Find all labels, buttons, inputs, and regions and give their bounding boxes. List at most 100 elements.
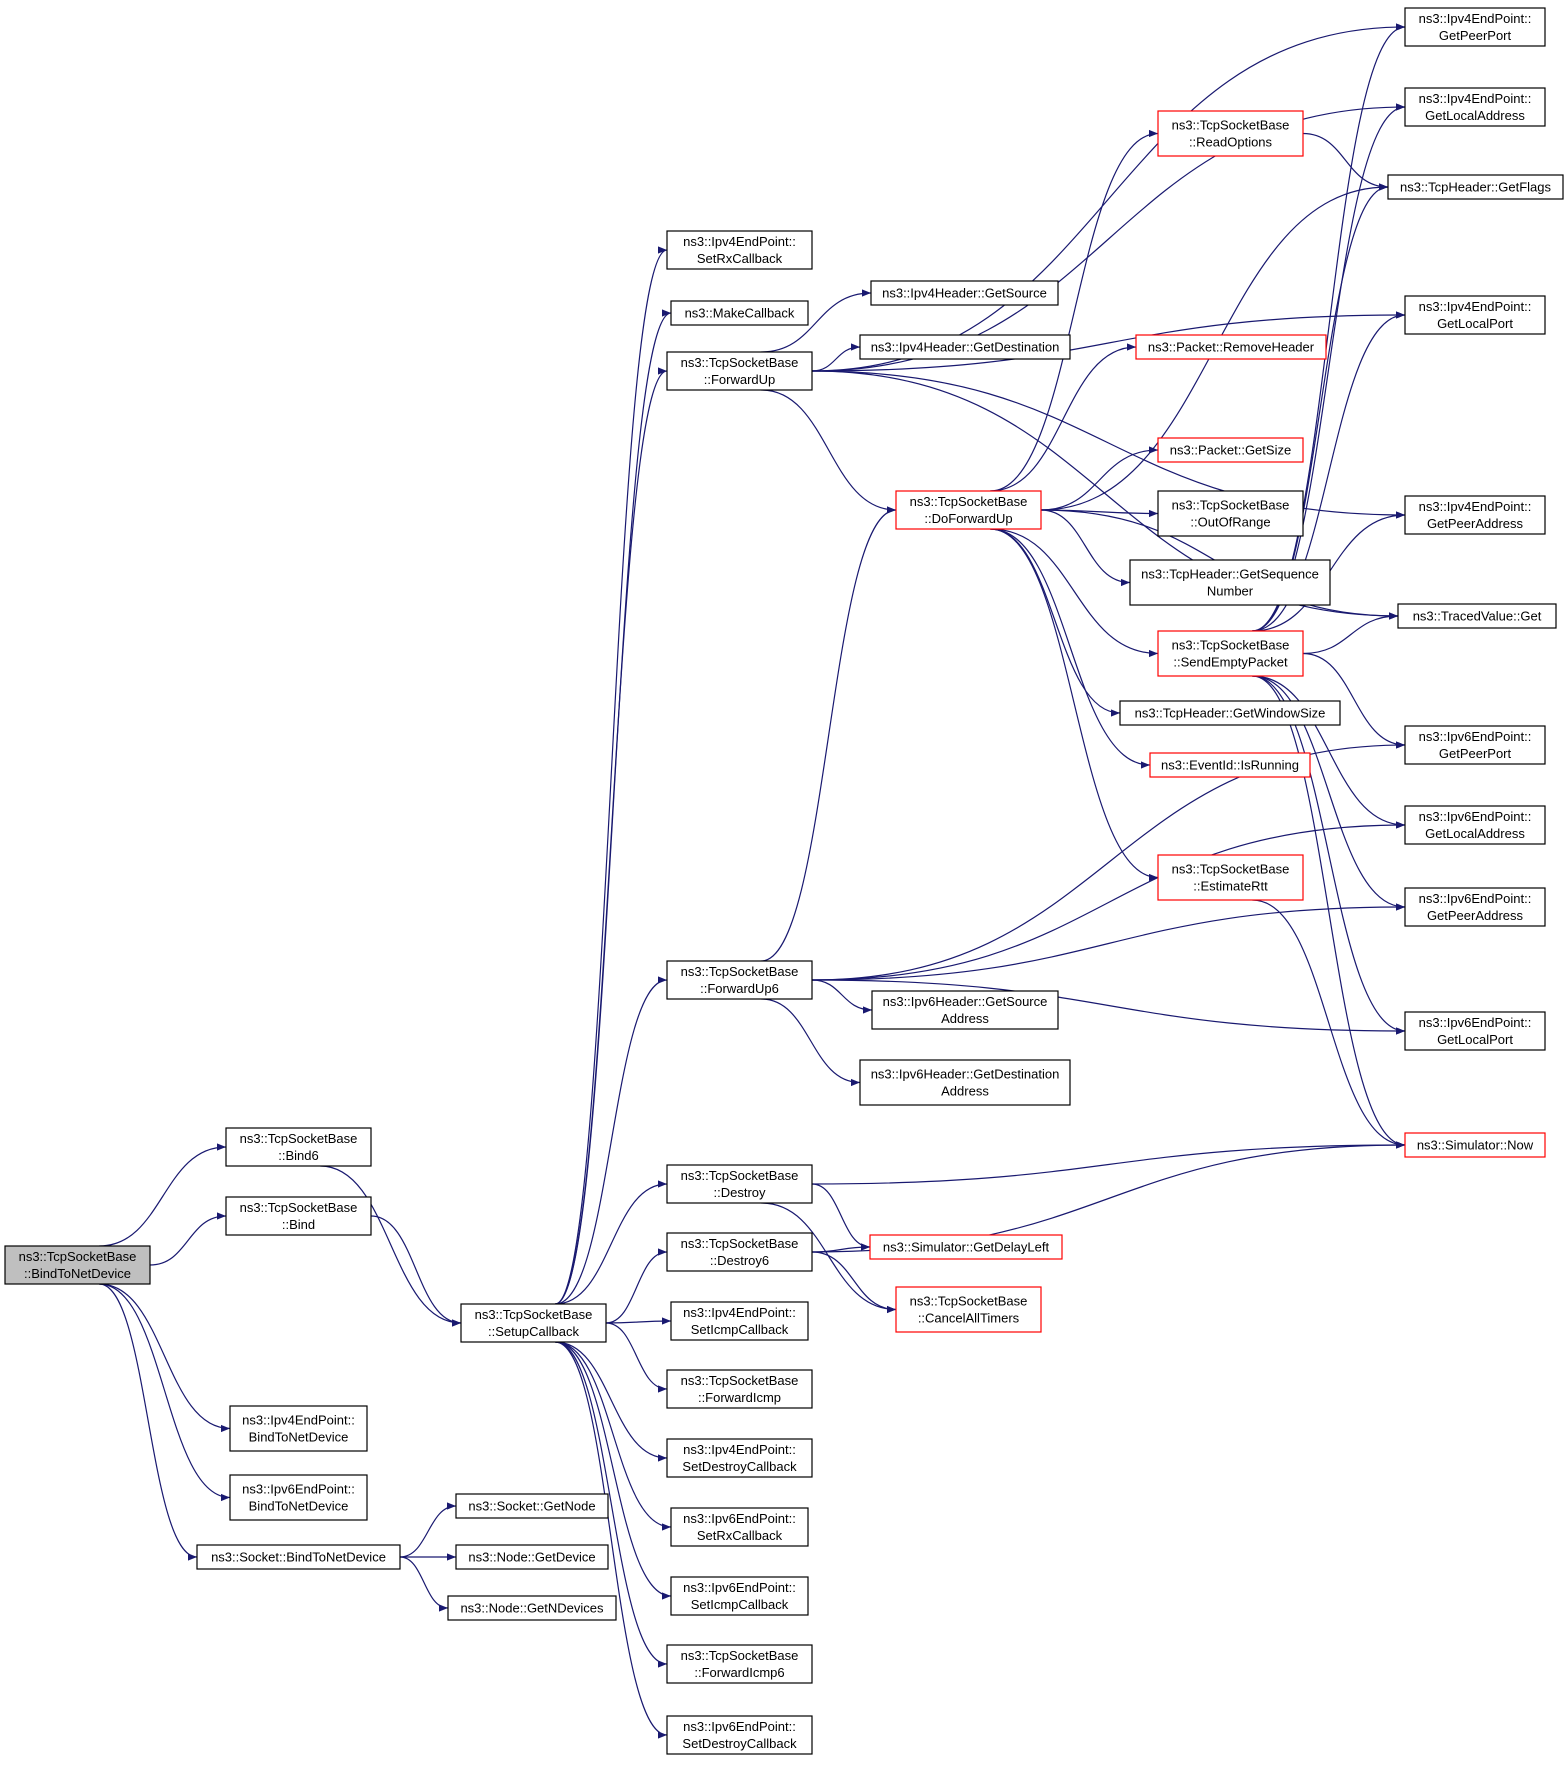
node-ep6peeraddr[interactable]: ns3::Ipv6EndPoint::GetPeerAddress xyxy=(1404,887,1546,927)
edge-fwdup-to-ep4localaddr xyxy=(811,103,1406,372)
edge-fwdup6-to-v6src xyxy=(811,979,873,1014)
node-ep4localport[interactable]: ns3::Ipv4EndPoint::GetLocalPort xyxy=(1404,295,1546,335)
node-v4src-box xyxy=(870,280,1059,306)
node-ep6localaddr-box xyxy=(1404,805,1546,845)
node-v6dst-box xyxy=(859,1059,1071,1106)
node-estrtt[interactable]: ns3::TcpSocketBase::EstimateRtt xyxy=(1157,854,1304,901)
node-ep4localaddr-label-0: ns3::Ipv4EndPoint:: xyxy=(1419,91,1532,106)
node-fwdicmp-box xyxy=(666,1369,813,1409)
node-getdevice[interactable]: ns3::Node::GetDevice xyxy=(455,1544,609,1570)
node-ep6destroy[interactable]: ns3::Ipv6EndPoint::SetDestroyCallback xyxy=(666,1715,813,1755)
node-bind[interactable]: ns3::TcpSocketBase::Bind xyxy=(225,1196,372,1236)
node-bind6[interactable]: ns3::TcpSocketBase::Bind6 xyxy=(225,1127,372,1167)
node-ep6setrx-label-0: ns3::Ipv6EndPoint:: xyxy=(683,1511,796,1526)
edge-sendempty-to-ep4localport xyxy=(1252,311,1406,632)
node-makecb-label-0: ns3::MakeCallback xyxy=(685,306,795,321)
node-ep6bind[interactable]: ns3::Ipv6EndPoint::BindToNetDevice xyxy=(229,1474,368,1521)
node-getwin[interactable]: ns3::TcpHeader::GetWindowSize xyxy=(1119,700,1341,726)
node-v4dst[interactable]: ns3::Ipv4Header::GetDestination xyxy=(859,334,1071,360)
edge-doforward-to-readopts xyxy=(990,129,1159,492)
edge-bind6-to-setup xyxy=(320,1165,462,1327)
node-delayleft[interactable]: ns3::Simulator::GetDelayLeft xyxy=(869,1234,1063,1260)
node-isrunning[interactable]: ns3::EventId::IsRunning xyxy=(1149,752,1311,778)
node-ep4bind[interactable]: ns3::Ipv4EndPoint::BindToNetDevice xyxy=(229,1405,368,1452)
node-ep6peerport-label-1: GetPeerPort xyxy=(1439,746,1512,761)
node-ep4setrx-label-1: SetRxCallback xyxy=(697,251,783,266)
node-sendempty-label-1: ::SendEmptyPacket xyxy=(1173,655,1288,670)
node-ep6localport-box xyxy=(1404,1011,1546,1051)
node-ep4destroy-label-0: ns3::Ipv4EndPoint:: xyxy=(683,1442,796,1457)
node-getsize[interactable]: ns3::Packet::GetSize xyxy=(1157,437,1304,463)
node-ep4localaddr-box xyxy=(1404,87,1546,127)
node-canceltimers[interactable]: ns3::TcpSocketBase::CancelAllTimers xyxy=(895,1286,1042,1333)
edge-doforward-to-estrtt xyxy=(990,528,1159,882)
node-sockbind[interactable]: ns3::Socket::BindToNetDevice xyxy=(196,1544,401,1570)
edge-doforward-to-removehdr xyxy=(990,343,1137,492)
node-fwdicmp6[interactable]: ns3::TcpSocketBase::ForwardIcmp6 xyxy=(666,1644,813,1684)
node-simnow[interactable]: ns3::Simulator::Now xyxy=(1404,1132,1546,1158)
node-getndevices[interactable]: ns3::Node::GetNDevices xyxy=(447,1595,617,1621)
node-tracedget[interactable]: ns3::TracedValue::Get xyxy=(1397,603,1557,629)
node-readopts-label-0: ns3::TcpSocketBase xyxy=(1172,118,1290,133)
node-readopts-label-1: ::ReadOptions xyxy=(1189,135,1273,150)
node-ep4peeraddr[interactable]: ns3::Ipv4EndPoint::GetPeerAddress xyxy=(1404,495,1546,535)
node-getnode[interactable]: ns3::Socket::GetNode xyxy=(455,1493,609,1519)
node-ep6peeraddr-label-0: ns3::Ipv6EndPoint:: xyxy=(1419,891,1532,906)
node-outofrange[interactable]: ns3::TcpSocketBase::OutOfRange xyxy=(1157,490,1304,537)
node-ep6peerport[interactable]: ns3::Ipv6EndPoint::GetPeerPort xyxy=(1404,725,1546,765)
node-ep6icmp-box xyxy=(670,1576,809,1616)
node-sendempty[interactable]: ns3::TcpSocketBase::SendEmptyPacket xyxy=(1157,630,1304,677)
node-makecb[interactable]: ns3::MakeCallback xyxy=(670,300,809,326)
node-outofrange-box xyxy=(1157,490,1304,537)
node-fwdicmp[interactable]: ns3::TcpSocketBase::ForwardIcmp xyxy=(666,1369,813,1409)
node-v4dst-label-0: ns3::Ipv4Header::GetDestination xyxy=(871,340,1060,355)
node-ep4icmp[interactable]: ns3::Ipv4EndPoint::SetIcmpCallback xyxy=(670,1301,809,1341)
edge-root-to-bind6 xyxy=(99,1143,227,1247)
node-ep6localport[interactable]: ns3::Ipv6EndPoint::GetLocalPort xyxy=(1404,1011,1546,1051)
node-ep4localaddr[interactable]: ns3::Ipv4EndPoint::GetLocalAddress xyxy=(1404,87,1546,127)
node-doforward-label-0: ns3::TcpSocketBase xyxy=(910,494,1028,509)
node-ep4peerport-box xyxy=(1404,7,1546,47)
edge-setup-to-destroy6 xyxy=(605,1248,668,1324)
edge-doforward-to-isrunning xyxy=(990,528,1151,769)
edge-doforward-to-getseq xyxy=(1040,509,1131,587)
edge-doforward-to-sendempty xyxy=(990,528,1159,658)
node-doforward[interactable]: ns3::TcpSocketBase::DoForwardUp xyxy=(895,490,1042,530)
node-ep6localaddr[interactable]: ns3::Ipv6EndPoint::GetLocalAddress xyxy=(1404,805,1546,845)
node-ep6icmp[interactable]: ns3::Ipv6EndPoint::SetIcmpCallback xyxy=(670,1576,809,1616)
node-outofrange-label-0: ns3::TcpSocketBase xyxy=(1172,498,1290,513)
node-v4src[interactable]: ns3::Ipv4Header::GetSource xyxy=(870,280,1059,306)
node-canceltimers-box xyxy=(895,1286,1042,1333)
node-ep6localaddr-label-1: GetLocalAddress xyxy=(1425,826,1525,841)
node-ep6peeraddr-label-1: GetPeerAddress xyxy=(1427,908,1524,923)
node-destroy[interactable]: ns3::TcpSocketBase::Destroy xyxy=(666,1164,813,1204)
edge-fwdup-to-v4src xyxy=(761,289,872,353)
node-setup[interactable]: ns3::TcpSocketBase::SetupCallback xyxy=(460,1303,607,1343)
node-ep4destroy[interactable]: ns3::Ipv4EndPoint::SetDestroyCallback xyxy=(666,1438,813,1478)
node-getflags[interactable]: ns3::TcpHeader::GetFlags xyxy=(1387,174,1564,200)
node-ep6peerport-label-0: ns3::Ipv6EndPoint:: xyxy=(1419,729,1532,744)
node-fwdup[interactable]: ns3::TcpSocketBase::ForwardUp xyxy=(666,351,813,391)
edge-fwdup-to-v4dst xyxy=(811,343,861,372)
node-fwdicmp-label-1: ::ForwardIcmp xyxy=(698,1390,781,1405)
node-destroy6-label-0: ns3::TcpSocketBase xyxy=(681,1236,799,1251)
node-fwdup6[interactable]: ns3::TcpSocketBase::ForwardUp6 xyxy=(666,960,813,1000)
node-ep4setrx[interactable]: ns3::Ipv4EndPoint::SetRxCallback xyxy=(666,230,813,270)
node-ep4peerport[interactable]: ns3::Ipv4EndPoint::GetPeerPort xyxy=(1404,7,1546,47)
node-fwdicmp-label-0: ns3::TcpSocketBase xyxy=(681,1373,799,1388)
node-ep6setrx[interactable]: ns3::Ipv6EndPoint::SetRxCallback xyxy=(670,1507,809,1547)
node-tracedget-box xyxy=(1397,603,1557,629)
node-isrunning-box xyxy=(1149,752,1311,778)
node-destroy-box xyxy=(666,1164,813,1204)
nodes-layer: ns3::TcpSocketBase::BindToNetDevicens3::… xyxy=(4,7,1564,1755)
node-removehdr[interactable]: ns3::Packet::RemoveHeader xyxy=(1135,334,1327,360)
node-getndevices-box xyxy=(447,1595,617,1621)
node-readopts[interactable]: ns3::TcpSocketBase::ReadOptions xyxy=(1157,110,1304,157)
node-destroy6[interactable]: ns3::TcpSocketBase::Destroy6 xyxy=(666,1232,813,1272)
edge-fwdup-to-ep4localport xyxy=(811,311,1406,372)
node-ep4destroy-label-1: SetDestroyCallback xyxy=(682,1459,797,1474)
edge-setup-to-ep4setrx xyxy=(555,246,668,1305)
